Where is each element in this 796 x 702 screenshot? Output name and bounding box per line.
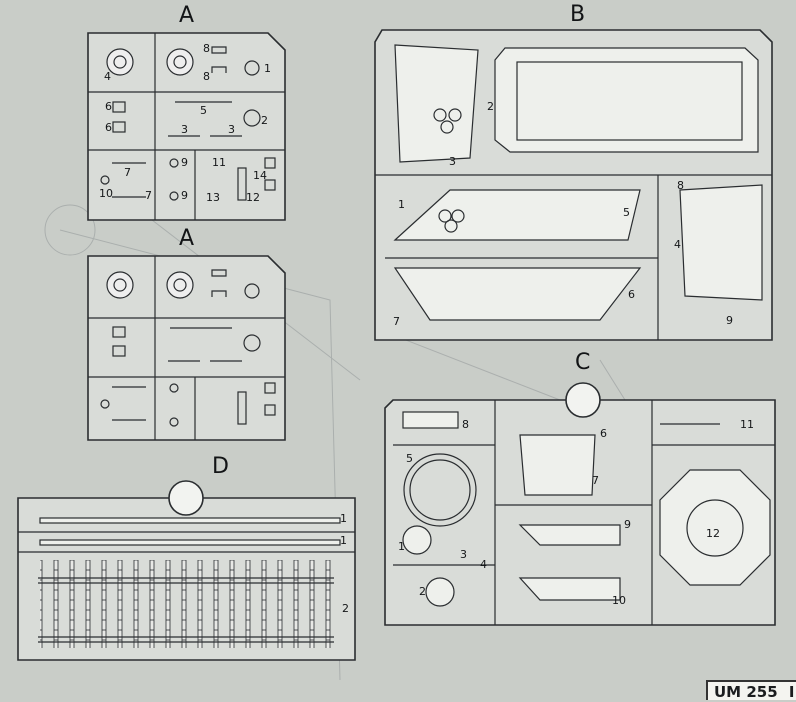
- model-code: UM 255: [714, 683, 778, 701]
- part-label: 1: [340, 534, 347, 547]
- part-label: 10: [99, 187, 113, 200]
- part-label: 12: [706, 527, 720, 540]
- part-label: 9: [181, 189, 188, 202]
- part-label: 4: [104, 70, 111, 83]
- part-label: 3: [449, 155, 456, 168]
- part-label: 5: [623, 206, 630, 219]
- sprue-a-bottom: [87, 255, 286, 441]
- part-label: 6: [105, 100, 112, 113]
- sprue-c-parts: [402, 411, 771, 607]
- part-label: 1: [340, 512, 347, 525]
- sprue-d: [17, 480, 356, 661]
- part-label: 4: [674, 238, 681, 251]
- part-label: 2: [261, 114, 268, 127]
- part-label: 11: [212, 156, 226, 169]
- part-label: 7: [124, 166, 131, 179]
- model-code-suffix: I: [788, 683, 795, 701]
- part-label: 1: [398, 198, 405, 211]
- part-label: 8: [203, 42, 210, 55]
- part-label: 8: [462, 418, 469, 431]
- part-label: 7: [592, 474, 599, 487]
- part-label: 6: [600, 427, 607, 440]
- sprue-b: [374, 29, 773, 341]
- track-link-strips: [18, 517, 355, 553]
- part-label: 9: [624, 518, 631, 531]
- sprue-a-top-parts: [100, 46, 276, 201]
- part-label: 7: [145, 189, 152, 202]
- part-label: 5: [406, 452, 413, 465]
- sprue-a-bottom-parts: [100, 269, 276, 427]
- part-label: 3: [228, 123, 235, 136]
- part-label: 6: [105, 121, 112, 134]
- part-label: 13: [206, 191, 220, 204]
- part-label: 8: [677, 179, 684, 192]
- sprue-letter-a-bottom: A: [179, 226, 195, 251]
- part-label: 3: [460, 548, 467, 561]
- part-label: 11: [740, 418, 754, 431]
- part-label: 9: [181, 156, 188, 169]
- part-label: 8: [203, 70, 210, 83]
- part-label: 14: [253, 169, 267, 182]
- part-label: 2: [419, 585, 426, 598]
- part-label: 5: [200, 104, 207, 117]
- part-label: 3: [181, 123, 188, 136]
- track-ladder: [38, 560, 334, 648]
- part-label: 10: [612, 594, 626, 607]
- sprue-b-parts: [393, 44, 763, 321]
- part-label: 4: [480, 558, 487, 571]
- part-label: 2: [487, 100, 494, 113]
- part-label: 7: [393, 315, 400, 328]
- part-label: 12: [246, 191, 260, 204]
- sprue-letter-a-top: A: [179, 3, 195, 28]
- part-label: 1: [264, 62, 271, 75]
- model-code-label: UM 255 I: [706, 680, 796, 701]
- sprue-letter-b: B: [570, 2, 586, 27]
- part-label: 9: [726, 314, 733, 327]
- sprue-a-top: [87, 32, 286, 221]
- part-label: 2: [342, 602, 349, 615]
- part-label: 6: [628, 288, 635, 301]
- part-number-labels: 4 8 8 1 6 6 5 2 3 3 7 10 7 9 9 11 13 14 …: [99, 42, 754, 615]
- part-label: 1: [398, 540, 405, 553]
- sprue-c: [384, 382, 776, 626]
- sprue-letter-c: C: [575, 350, 591, 375]
- sprue-letter-d: D: [212, 454, 229, 479]
